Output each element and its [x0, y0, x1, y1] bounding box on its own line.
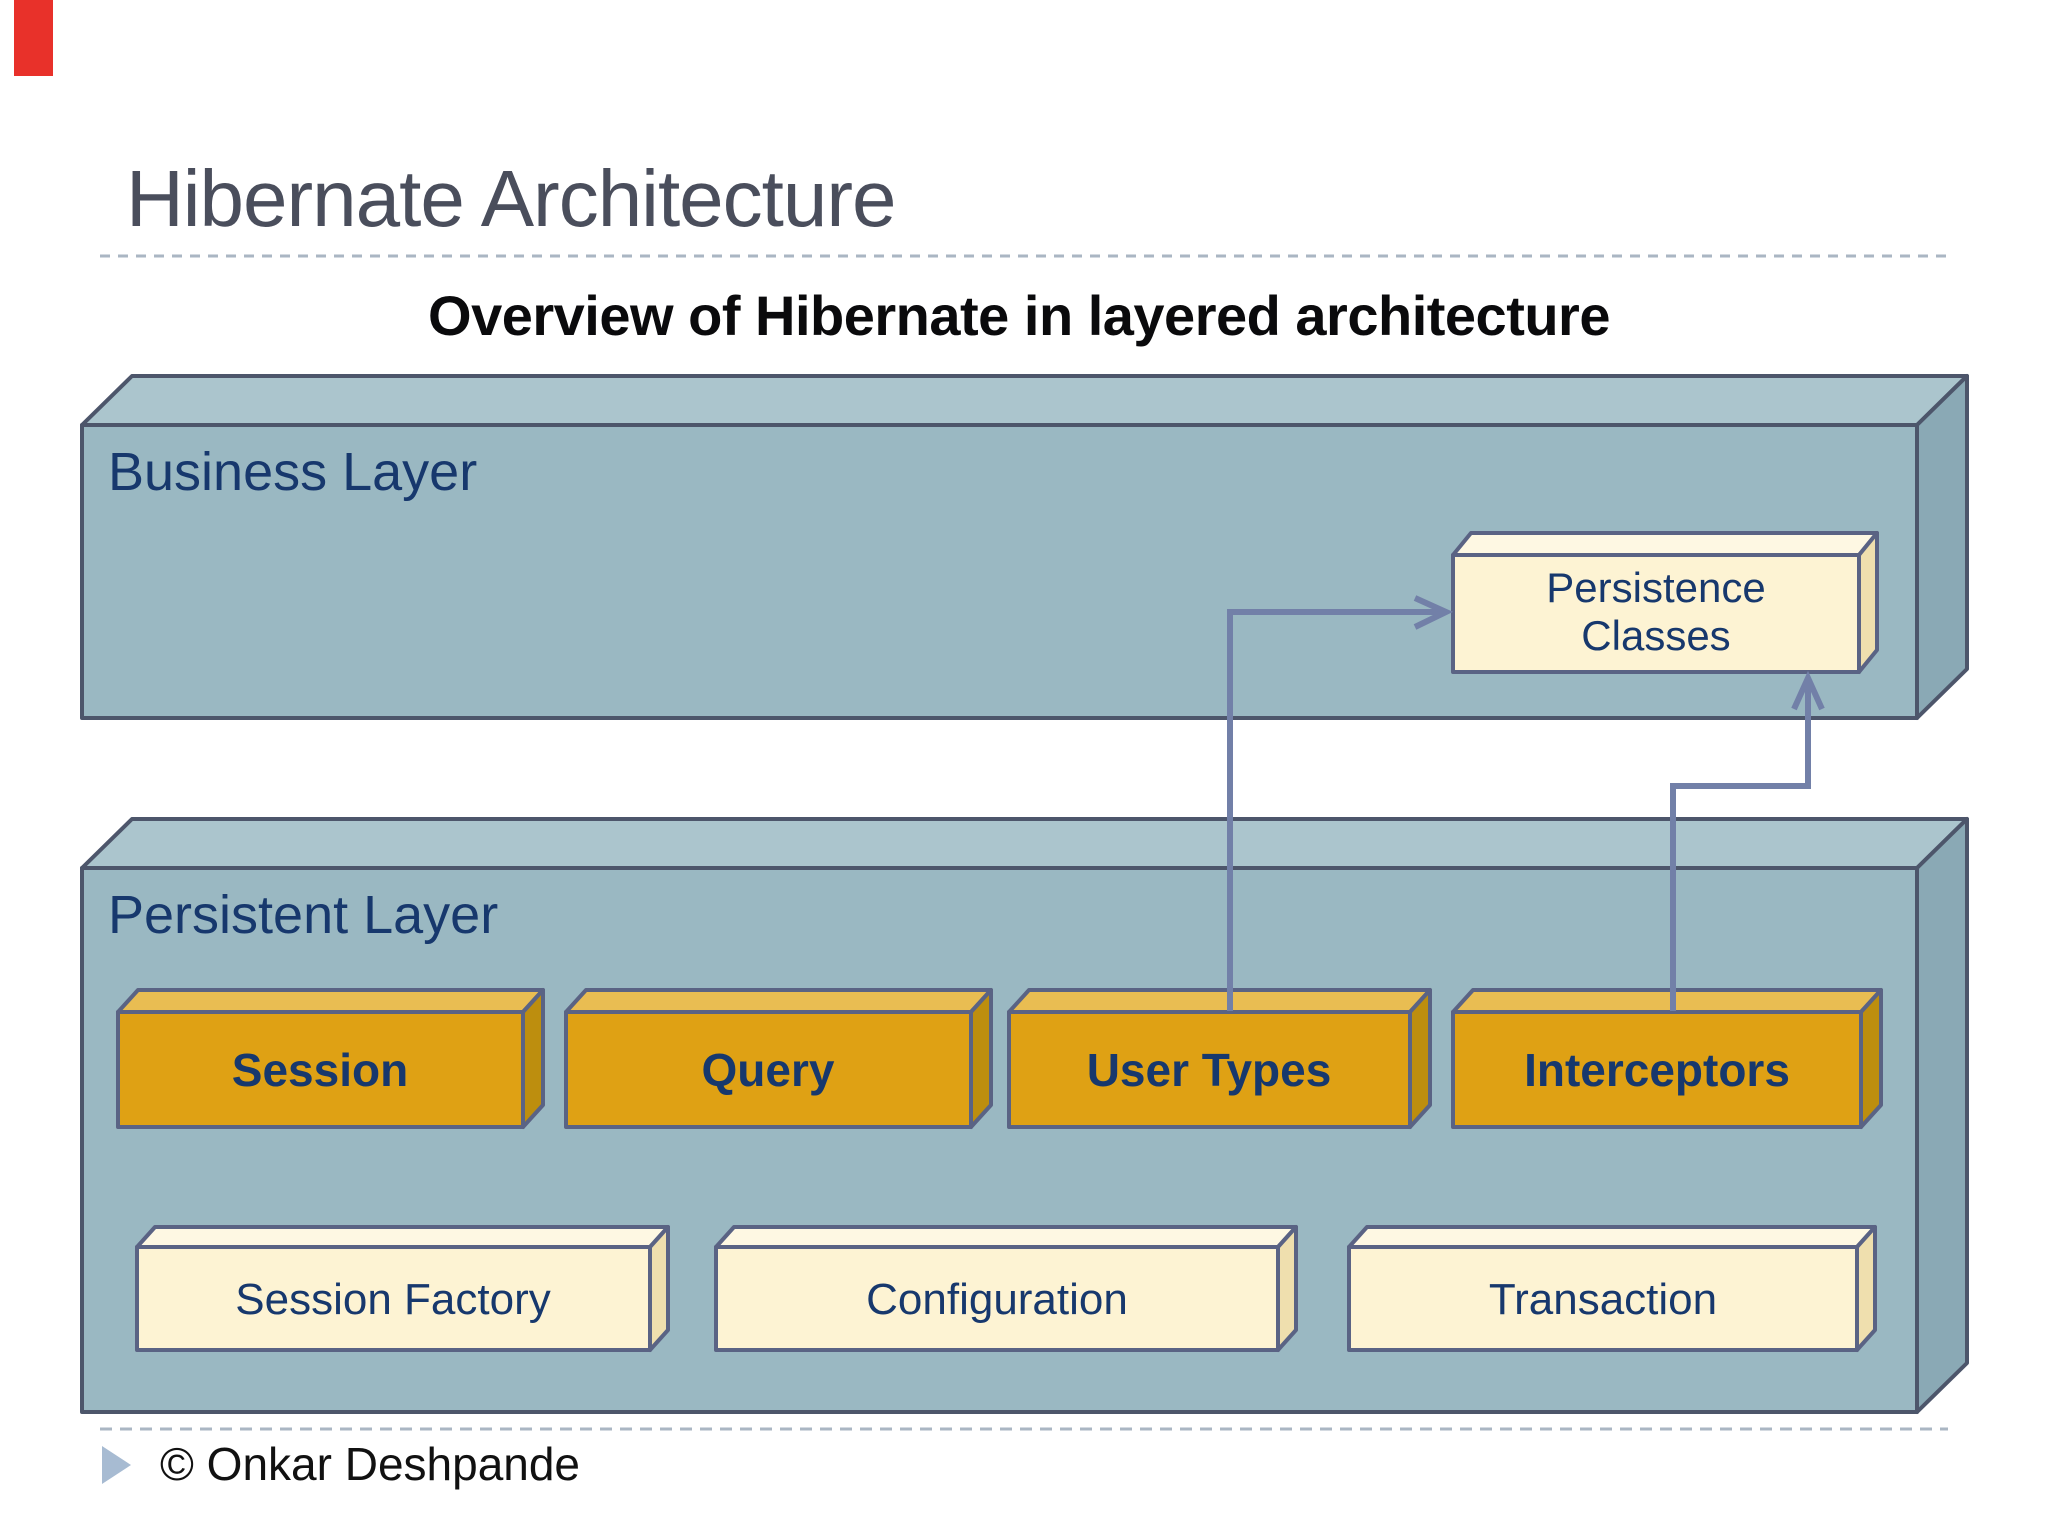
transaction-top-face: [1347, 1225, 1877, 1249]
business-layer-side-face: [1915, 374, 1969, 720]
persistence-classes-label-line1: Persistence: [1546, 564, 1765, 611]
red-accent-bar: [14, 0, 53, 76]
persistent-layer-side-face: [1915, 817, 1969, 1414]
interceptors-arrow-path: [1670, 681, 1811, 1011]
query-label: Query: [702, 1044, 835, 1096]
user-types-label: User Types: [1087, 1044, 1332, 1096]
session-side-face: [521, 988, 545, 1129]
diagram-subtitle: Overview of Hibernate in layered archite…: [428, 284, 1610, 347]
persistence-classes-label-line2: Classes: [1581, 612, 1730, 659]
session-factory-label: Session Factory: [235, 1275, 550, 1324]
transaction-box: Transaction: [1347, 1225, 1877, 1352]
business-layer-top-face: [80, 374, 1969, 427]
user-types-box: User Types: [1007, 988, 1432, 1129]
interceptors-top-face: [1451, 988, 1883, 1014]
footer-triangle-bullet-icon: [102, 1446, 131, 1484]
user-types-top-face: [1007, 988, 1432, 1014]
session-factory-side-face: [648, 1225, 670, 1352]
page-title: Hibernate Architecture: [126, 154, 896, 243]
footer-copyright: © Onkar Deshpande: [160, 1438, 580, 1490]
user-types-side-face: [1408, 988, 1432, 1129]
session-front-face: [116, 1010, 525, 1129]
query-box: Query: [564, 988, 993, 1129]
persistence-classes-top-face: [1451, 531, 1879, 557]
persistent-layer-top-face: [80, 817, 1969, 870]
interceptors-arrowhead-icon: [1791, 670, 1825, 711]
interceptors-box: Interceptors: [1451, 988, 1883, 1129]
query-front-face: [564, 1010, 973, 1129]
session-top-face: [116, 988, 545, 1014]
configuration-box: Configuration: [714, 1225, 1298, 1352]
configuration-label: Configuration: [866, 1275, 1128, 1324]
user-types-arrow-path: [1227, 609, 1443, 1011]
query-side-face: [969, 988, 993, 1129]
session-factory-box: Session Factory: [135, 1225, 670, 1352]
transaction-side-face: [1855, 1225, 1877, 1352]
transaction-front-face: [1347, 1245, 1859, 1352]
query-top-face: [564, 988, 993, 1014]
configuration-side-face: [1276, 1225, 1298, 1352]
business-layer-label: Business Layer: [108, 442, 477, 502]
transaction-label: Transaction: [1489, 1275, 1717, 1324]
interceptors-side-face: [1859, 988, 1883, 1129]
user-types-to-persistence-arrow: [1227, 595, 1454, 1011]
session-factory-front-face: [135, 1245, 652, 1352]
user-types-arrowhead-icon: [1413, 595, 1454, 630]
session-factory-top-face: [135, 1225, 670, 1249]
interceptors-label: Interceptors: [1524, 1044, 1790, 1096]
interceptors-front-face: [1451, 1010, 1863, 1129]
configuration-top-face: [714, 1225, 1298, 1249]
persistence-classes-box: Persistence Classes: [1451, 531, 1879, 674]
user-types-front-face: [1007, 1010, 1412, 1129]
session-label: Session: [232, 1044, 408, 1096]
configuration-front-face: [714, 1245, 1280, 1352]
persistent-layer-label: Persistent Layer: [108, 885, 498, 945]
persistence-classes-side-face: [1857, 531, 1879, 674]
persistence-classes-front-face: [1451, 553, 1861, 674]
interceptors-to-persistence-arrow: [1670, 670, 1825, 1011]
session-box: Session: [116, 988, 545, 1129]
